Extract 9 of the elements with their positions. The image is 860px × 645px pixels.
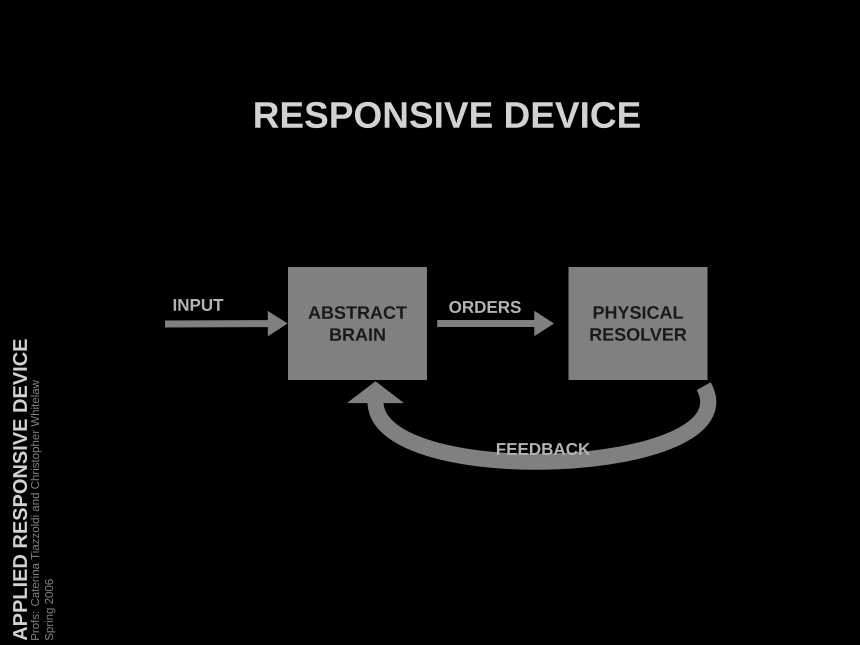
side-title: APPLIED RESPONSIVE DEVICE xyxy=(12,339,28,640)
edge-label: FEEDBACK xyxy=(496,442,590,455)
side-note: Profs: Caterina Tiazzoldi and Christopher Whitelaw xyxy=(30,380,42,640)
title: RESPONSIVE DEVICE xyxy=(255,102,640,128)
edge-label: INPUT xyxy=(174,299,224,311)
edge-label: ORDERS xyxy=(449,300,521,314)
process-box: ABSTRACT BRAIN xyxy=(288,266,427,380)
process-box: PHYSICAL RESOLVER xyxy=(568,266,708,380)
side-note: Spring 2006 xyxy=(44,579,56,640)
